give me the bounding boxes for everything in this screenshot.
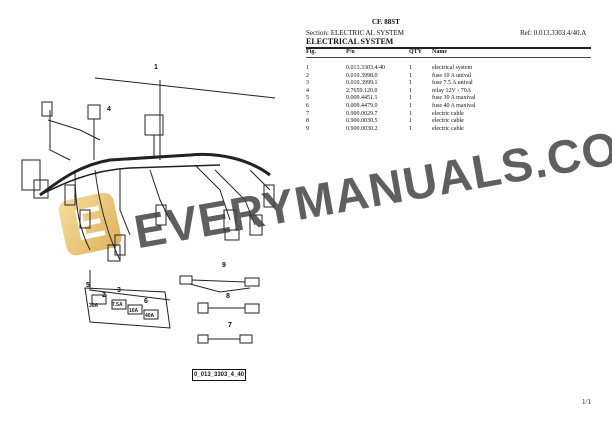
- table-cell: 7: [306, 110, 309, 117]
- table-cell: 4: [306, 87, 309, 94]
- callout-9: 9: [222, 262, 226, 269]
- table-cell: 1: [409, 95, 412, 102]
- divider: [306, 47, 591, 49]
- electric-cable-8: [197, 302, 260, 314]
- table-cell: 1: [306, 65, 309, 71]
- fuse-label: 10A: [129, 308, 139, 314]
- callout-7: 7: [228, 322, 232, 329]
- col-header-name: Name: [432, 49, 447, 55]
- table-cell: 1: [409, 110, 412, 117]
- table-cell: fuse 30 A maxival: [432, 95, 476, 102]
- fuse-label: 40A: [145, 313, 155, 319]
- col-header-pn: P/n: [346, 49, 355, 55]
- table-cell: 2.7659.120.0: [346, 87, 378, 94]
- wiring-harness-diagram: [21, 77, 276, 344]
- table-cell: electric cable: [432, 118, 464, 125]
- table-cell: relay 12V - 70A: [432, 87, 472, 94]
- figure-label: 0_013_3303_4_40: [192, 369, 246, 381]
- table-cell: 0.009.4451.1: [346, 95, 378, 102]
- table-cell: 5: [306, 95, 309, 102]
- section-label: Section: ELECTRIC AL SYSTEM: [306, 29, 404, 37]
- model-code: CF. 88ST: [372, 18, 400, 26]
- table-cell: electrical system: [432, 65, 473, 71]
- table-cell: 0.010.3998.0: [346, 72, 378, 79]
- table-cell: 1: [409, 65, 412, 71]
- callout-2: 2: [102, 292, 106, 299]
- electric-cable-9: [179, 275, 260, 293]
- table-cell: 0.009.4479.0: [346, 103, 378, 109]
- table-cell: 0.900.0030.2: [346, 125, 378, 132]
- table-cell: 0.010.3999.1: [346, 80, 378, 87]
- callout-3: 3: [117, 287, 121, 294]
- table-cell: fuse 40 A maxival: [432, 103, 476, 109]
- table-cell: 0.900.0030.5: [346, 118, 378, 125]
- table-cell: 0.013.3303.4/40: [346, 65, 386, 71]
- table-cell: electric cable: [432, 110, 464, 117]
- table-cell: 3: [306, 80, 309, 87]
- table-cell: 2: [306, 72, 309, 79]
- table-cell: 6: [306, 103, 309, 109]
- table-cell: 9: [306, 125, 309, 132]
- table-cell: 1: [409, 103, 412, 109]
- divider: [306, 57, 591, 58]
- table-cell: fuse 7.5 A unival: [432, 80, 473, 87]
- callout-4: 4: [107, 106, 111, 113]
- table-cell: 1: [409, 72, 412, 79]
- col-header-fig: Fig.: [306, 49, 316, 55]
- page-number: 1/1: [582, 398, 591, 406]
- fuse-label: 30A: [89, 303, 99, 309]
- fuse-box: [84, 287, 171, 329]
- callout-5: 5: [86, 282, 90, 289]
- page-title: ELECTRICAL SYSTEM: [306, 37, 394, 46]
- callout-1: 1: [154, 64, 158, 71]
- col-header-qty: QTY: [409, 49, 423, 55]
- table-cell: fuse 10 A unival: [432, 72, 472, 79]
- table-cell: 8: [306, 118, 309, 125]
- table-cell: 1: [409, 125, 412, 132]
- fuse-label: 7.5A: [112, 302, 123, 308]
- table-cell: 1: [409, 118, 412, 125]
- table-cell: 1: [409, 87, 412, 94]
- table-cell: electric cable: [432, 125, 464, 132]
- table-cell: 1: [409, 80, 412, 87]
- table-cell: 0.900.0029.7: [346, 110, 378, 117]
- callout-6: 6: [144, 298, 148, 305]
- reference-number: Ref: 0.013.3303.4/40.A: [520, 29, 587, 37]
- electric-cable-7: [197, 334, 253, 344]
- callout-8: 8: [226, 293, 230, 300]
